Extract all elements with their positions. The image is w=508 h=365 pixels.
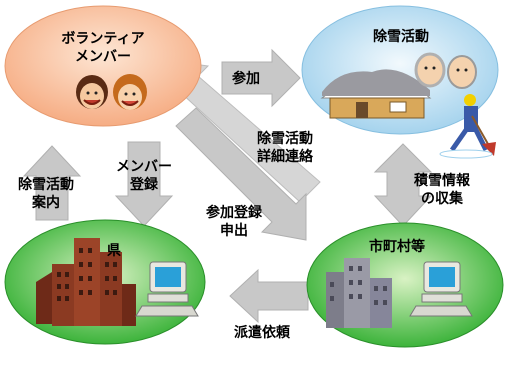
node-snow-removal — [301, 5, 499, 159]
prefecture-building-illustration — [36, 238, 136, 326]
node-volunteers — [4, 5, 202, 127]
snow-removal-title: 除雪活動 — [373, 29, 429, 45]
arrow-dispatch-request — [229, 268, 309, 324]
node-municipalities — [306, 222, 504, 348]
arrow-activity-guide — [22, 145, 82, 221]
label-snow-info-line2: の収集 — [421, 191, 463, 207]
label-member-register: メンバー 登録 — [104, 158, 184, 194]
volunteers-title-line2: メンバー — [75, 49, 131, 65]
label-details-contact: 除雪活動 詳細連絡 — [250, 130, 320, 166]
label-participation-request: 参加登録 申出 — [198, 204, 270, 240]
label-member-register-line1: メンバー — [116, 159, 172, 175]
arrow-member-register — [114, 141, 174, 227]
label-snow-info-collection: 積雪情報 の収集 — [404, 172, 480, 208]
label-member-register-line2: 登録 — [130, 177, 158, 193]
label-details-contact-line1: 除雪活動 — [257, 131, 313, 147]
elderly-couple-illustration — [414, 52, 477, 89]
arrow-participation-request — [175, 107, 307, 241]
municipalities-title: 市町村等 — [369, 239, 425, 255]
prefecture-title: 県 — [107, 243, 121, 259]
label-details-contact-line2: 詳細連絡 — [257, 149, 313, 165]
prefecture-computer-illustration — [135, 261, 199, 317]
municipal-building-illustration — [326, 258, 392, 328]
municipal-computer-illustration — [409, 261, 473, 317]
label-participate: 参加 — [232, 71, 260, 87]
label-snow-info-line1: 積雪情報 — [414, 173, 470, 189]
volunteer-faces-illustration — [76, 74, 147, 110]
label-participation-request-line1: 参加登録 — [206, 205, 262, 221]
label-activity-guide: 除雪活動 案内 — [6, 176, 86, 212]
label-participation-request-line2: 申出 — [220, 223, 248, 239]
arrow-participate — [221, 48, 301, 108]
label-dispatch-request: 派遣依頼 — [234, 325, 290, 341]
snow-shoveling-worker-illustration — [439, 94, 496, 159]
snowy-house-illustration — [320, 69, 432, 119]
volunteers-title: ボランティア メンバー — [58, 30, 148, 66]
node-prefecture — [4, 219, 206, 345]
label-activity-guide-line2: 案内 — [32, 195, 60, 211]
volunteers-title-line1: ボランティア — [61, 31, 145, 47]
label-activity-guide-line1: 除雪活動 — [18, 177, 74, 193]
